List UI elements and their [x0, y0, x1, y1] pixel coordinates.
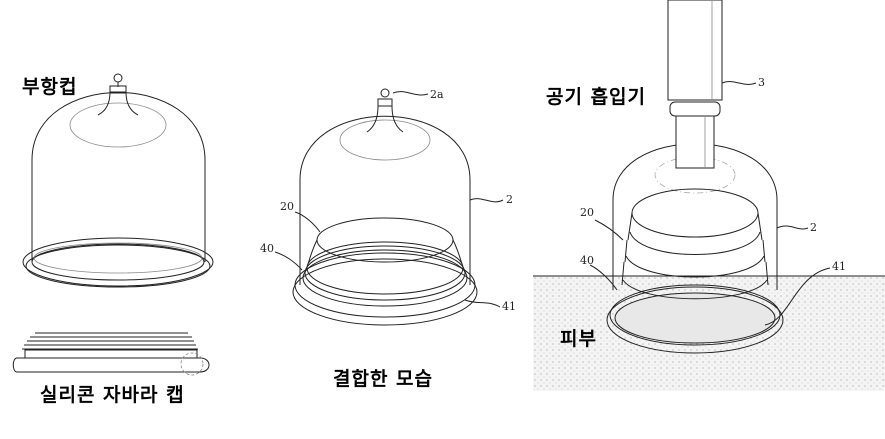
numeral-fig3-bellows: 20	[580, 206, 594, 219]
label-silicone-bellows-cap: 실리콘 자바라 캡	[40, 384, 185, 406]
numeral-fig2-nipple: 2a	[430, 88, 444, 101]
numeral-fig2-bellows: 20	[280, 200, 294, 213]
figure-1-cup	[22, 73, 214, 288]
numeral-fig2-rim: 41	[502, 300, 516, 313]
numeral-fig2-cup: 2	[506, 193, 513, 206]
numeral-fig3-suction: 3	[758, 76, 765, 89]
label-combined-view: 결합한 모습	[333, 368, 434, 390]
numeral-fig2-base: 40	[260, 242, 274, 255]
label-cupping-cup: 부항컵	[22, 76, 78, 98]
figure-3-applied	[533, 0, 885, 391]
figure-1-bellows	[12, 332, 210, 376]
label-skin: 피부	[560, 328, 597, 350]
label-air-suction-device: 공기 흡입기	[546, 86, 647, 108]
figure-2-combined	[274, 88, 504, 326]
numeral-fig3-rim: 41	[832, 260, 846, 273]
numeral-fig3-cup: 2	[810, 221, 817, 234]
numeral-fig3-base: 40	[580, 254, 594, 267]
